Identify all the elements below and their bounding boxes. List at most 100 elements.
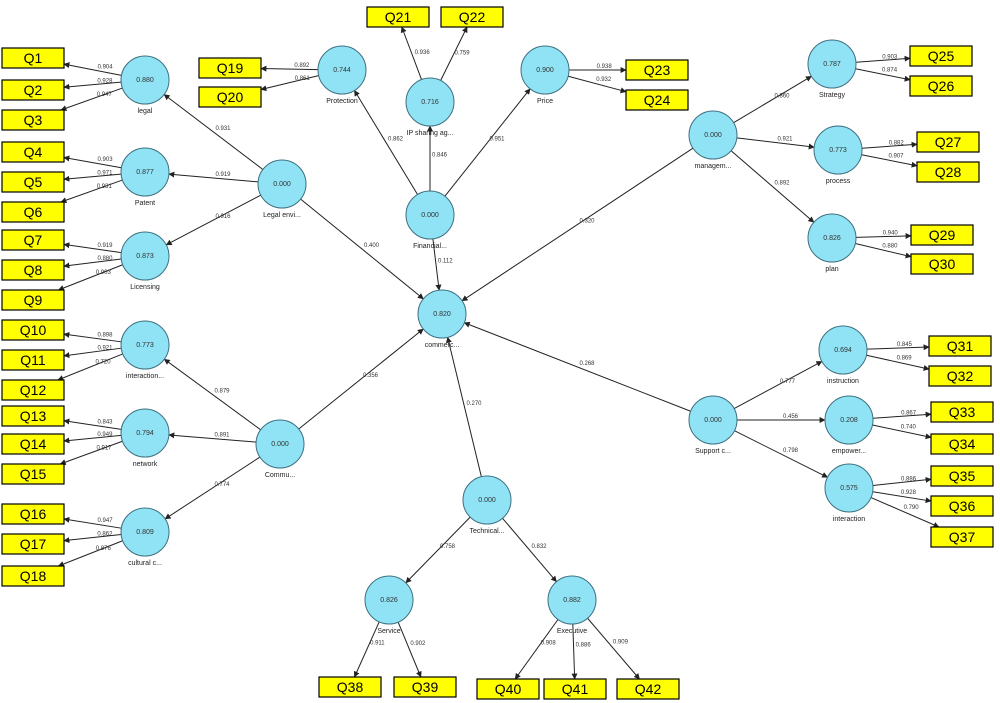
indicator-box-q19[interactable]: Q19 <box>198 57 262 79</box>
loading-coefficient-cultural-q17: 0.862 <box>97 531 113 537</box>
indicator-box-q23[interactable]: Q23 <box>625 59 689 81</box>
r-squared-value: 0.716 <box>421 99 439 106</box>
indicator-box-q34[interactable]: Q34 <box>930 433 994 455</box>
indicator-box-q6[interactable]: Q6 <box>1 201 65 223</box>
indicator-box-q42[interactable]: Q42 <box>616 678 680 700</box>
indicator-box-q14[interactable]: Q14 <box>1 433 65 455</box>
indicator-box-q41[interactable]: Q41 <box>543 678 607 700</box>
loading-arrow-process-q28 <box>861 154 918 168</box>
loading-arrow-interaction_l-q10 <box>63 331 122 343</box>
indicator-box-q16[interactable]: Q16 <box>1 503 65 525</box>
latent-node-technical[interactable]: 0.000Technical... <box>462 475 512 535</box>
indicator-box-q24[interactable]: Q24 <box>625 89 689 111</box>
r-squared-value: 0.000 <box>271 441 289 448</box>
loading-arrow-strategy-q25 <box>855 55 911 63</box>
loading-coefficient-plan-q30: 0.880 <box>882 243 898 249</box>
indicator-label: Q38 <box>337 679 364 695</box>
indicator-box-q8[interactable]: Q8 <box>1 259 65 281</box>
latent-node-interaction_l[interactable]: 0.773interaction... <box>120 320 170 380</box>
loading-arrow-ip_sharing-q21 <box>400 26 423 80</box>
indicator-box-q22[interactable]: Q22 <box>440 6 504 28</box>
indicator-box-q2[interactable]: Q2 <box>1 79 65 101</box>
indicator-rect <box>928 365 992 387</box>
latent-node-communication[interactable]: 0.000Commu... <box>255 419 305 479</box>
indicator-box-q40[interactable]: Q40 <box>476 678 540 700</box>
indicator-box-q11[interactable]: Q11 <box>1 349 65 371</box>
loading-coefficient-interaction_l-q12: 0.720 <box>96 360 112 366</box>
indicator-box-q33[interactable]: Q33 <box>930 401 994 423</box>
path-coefficient-legal_env-licensing: 0.916 <box>216 214 232 220</box>
indicator-box-q9[interactable]: Q9 <box>1 289 65 311</box>
latent-circle <box>818 325 868 375</box>
indicator-box-q35[interactable]: Q35 <box>930 465 994 487</box>
indicator-box-q32[interactable]: Q32 <box>928 365 992 387</box>
indicator-box-q30[interactable]: Q30 <box>910 253 974 275</box>
loading-coefficient-service-q39: 0.902 <box>410 641 426 647</box>
latent-label: instruction <box>827 378 859 385</box>
indicator-box-q28[interactable]: Q28 <box>916 161 980 183</box>
path-coefficient-financial-price: 0.951 <box>490 137 506 143</box>
indicator-box-q17[interactable]: Q17 <box>1 533 65 555</box>
indicator-rect <box>930 526 994 548</box>
latent-circle <box>120 55 170 105</box>
latent-node-management[interactable]: 0.000managem... <box>688 110 738 170</box>
indicator-box-q15[interactable]: Q15 <box>1 463 65 485</box>
path-coefficient-management-strategy: 0.860 <box>775 94 791 100</box>
indicator-rect <box>1 171 65 193</box>
indicator-label: Q4 <box>24 144 43 160</box>
indicator-box-q4[interactable]: Q4 <box>1 141 65 163</box>
path-arrow-communication-network <box>168 432 257 443</box>
indicator-box-q18[interactable]: Q18 <box>1 565 65 587</box>
indicator-label: Q24 <box>644 92 671 108</box>
indicator-box-q29[interactable]: Q29 <box>910 224 974 246</box>
indicator-box-q37[interactable]: Q37 <box>930 526 994 548</box>
indicator-box-q38[interactable]: Q38 <box>318 676 382 698</box>
indicator-box-q36[interactable]: Q36 <box>930 495 994 517</box>
indicator-label: Q8 <box>24 262 43 278</box>
indicator-box-q5[interactable]: Q5 <box>1 171 65 193</box>
indicator-box-q27[interactable]: Q27 <box>916 131 980 153</box>
latent-circle <box>824 463 874 513</box>
r-squared-value: 0.900 <box>536 67 554 74</box>
indicator-box-q26[interactable]: Q26 <box>909 75 973 97</box>
indicator-box-q10[interactable]: Q10 <box>1 319 65 341</box>
indicator-box-q7[interactable]: Q7 <box>1 229 65 251</box>
indicator-box-q1[interactable]: Q1 <box>1 47 65 69</box>
indicator-box-q13[interactable]: Q13 <box>1 405 65 427</box>
loading-arrow-licensing-q7 <box>63 242 122 254</box>
latent-node-empower[interactable]: 0.208empower... <box>824 395 874 455</box>
indicator-rect <box>1 349 65 371</box>
latent-label: Protection <box>326 98 358 105</box>
indicator-box-q3[interactable]: Q3 <box>1 109 65 131</box>
indicator-box-q25[interactable]: Q25 <box>909 45 973 67</box>
indicator-box-q12[interactable]: Q12 <box>1 379 65 401</box>
indicator-box-q39[interactable]: Q39 <box>393 676 457 698</box>
indicator-box-q20[interactable]: Q20 <box>198 86 262 108</box>
indicator-box-q21[interactable]: Q21 <box>366 6 430 28</box>
path-coefficient-communication-commerc: 0.356 <box>363 373 379 379</box>
indicator-rect <box>543 678 607 700</box>
r-squared-value: 0.000 <box>704 417 722 424</box>
loading-arrow-patent-q6 <box>60 179 123 204</box>
indicator-box-q31[interactable]: Q31 <box>928 335 992 357</box>
latent-label: interaction <box>833 516 865 523</box>
latent-node-commerc[interactable]: 0.820commerc... <box>417 289 467 349</box>
latent-node-financial[interactable]: 0.000Financial... <box>405 190 455 250</box>
